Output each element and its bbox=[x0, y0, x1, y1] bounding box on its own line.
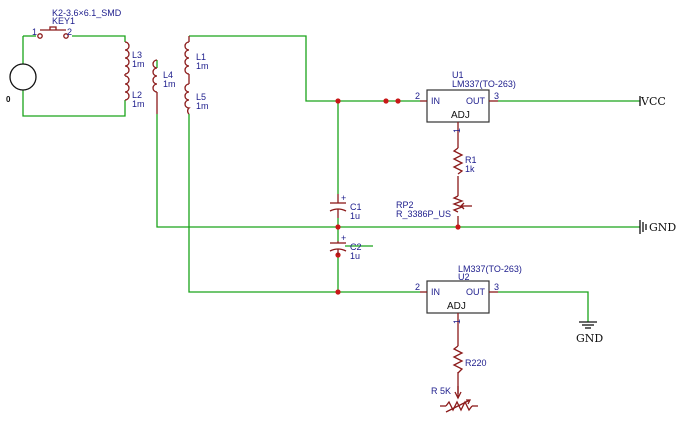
junction-dot bbox=[335, 224, 341, 230]
inductor-l4: L4 1m bbox=[152, 59, 176, 114]
gnd-bottom-symbol: GND bbox=[576, 321, 603, 345]
u2-pin-out: 3 bbox=[494, 282, 499, 292]
c1-plus-label: + bbox=[341, 193, 346, 203]
regulator-u2: LM337(TO-263) U2 IN OUT ADJ 2 3 1 bbox=[415, 264, 522, 324]
u2-pin-adj: 1 bbox=[452, 319, 462, 324]
c2-ref-label: C2 bbox=[350, 242, 362, 252]
gnd-bottom-label: GND bbox=[576, 332, 603, 345]
r1-ref-label: R1 bbox=[465, 155, 477, 165]
switch-pin2-label: 2 bbox=[67, 27, 72, 37]
switch-ref-label: KEY1 bbox=[52, 16, 75, 26]
u2-part-label: LM337(TO-263) bbox=[458, 264, 522, 274]
vcc-net: VCC bbox=[639, 95, 666, 108]
l4-ref-label: L4 bbox=[163, 70, 173, 80]
c1-value-label: 1u bbox=[350, 211, 360, 221]
rp2-value-label: R_3386P_US bbox=[396, 209, 451, 219]
u2-out-label: OUT bbox=[466, 287, 486, 297]
l2-value-label: 1m bbox=[132, 99, 145, 109]
inductor-l3-l2: L3 1m L2 1m bbox=[124, 41, 145, 109]
l2-ref-label: L2 bbox=[132, 90, 142, 100]
gnd-right-symbol: GND bbox=[639, 220, 676, 234]
switch-pin1-label: 1 bbox=[32, 27, 37, 37]
junction-dot bbox=[335, 98, 341, 104]
u1-in-label: IN bbox=[431, 96, 440, 106]
u1-pin-out: 3 bbox=[494, 91, 499, 101]
r1-value-label: 1k bbox=[465, 164, 475, 174]
r220-label: R220 bbox=[465, 358, 487, 368]
gnd-right-label: GND bbox=[649, 221, 676, 234]
l4-value-label: 1m bbox=[163, 79, 176, 89]
source-value-label: 0 bbox=[6, 95, 11, 104]
switch-key1: 1 2 K2-3.6×6.1_SMD KEY1 bbox=[32, 8, 122, 39]
junction-dot bbox=[455, 224, 461, 230]
switch-footprint-label: K2-3.6×6.1_SMD bbox=[52, 8, 122, 18]
vcc-net-label: VCC bbox=[640, 95, 666, 108]
c1-ref-label: C1 bbox=[350, 202, 362, 212]
rp2-ref-label: RP2 bbox=[396, 200, 414, 210]
u2-adj-label: ADJ bbox=[447, 301, 466, 312]
r5k-label: R 5K bbox=[431, 386, 451, 396]
wires bbox=[22, 35, 640, 394]
potentiometer-r5k: R 5K bbox=[431, 386, 478, 413]
potentiometer-rp2: RP2 R_3386P_US bbox=[396, 195, 472, 219]
l1-value-label: 1m bbox=[196, 61, 209, 71]
l5-value-label: 1m bbox=[196, 101, 209, 111]
l1-ref-label: L1 bbox=[196, 52, 206, 62]
l3-value-label: 1m bbox=[132, 59, 145, 69]
u2-in-label: IN bbox=[431, 287, 440, 297]
resistor-r220: R220 bbox=[452, 345, 487, 374]
junction-dot bbox=[383, 98, 389, 104]
l5-ref-label: L5 bbox=[196, 92, 206, 102]
junction-dot bbox=[395, 98, 401, 104]
resistor-r1: R1 1k bbox=[452, 147, 477, 175]
inductor-l1-l5: L1 1m L5 1m bbox=[184, 36, 209, 115]
capacitor-c1: + C1 1u bbox=[329, 193, 362, 221]
voltage-source: 0 bbox=[6, 63, 37, 104]
regulator-u1: U1 LM337(TO-263) IN OUT ADJ 2 3 1 bbox=[415, 70, 516, 133]
c2-plus-label: + bbox=[341, 233, 346, 243]
junctions bbox=[335, 98, 461, 295]
u2-pin-in: 2 bbox=[415, 282, 420, 292]
u1-out-label: OUT bbox=[466, 96, 486, 106]
u2-ref-label: U2 bbox=[458, 272, 470, 282]
u1-pin-in: 2 bbox=[415, 91, 420, 101]
u1-ref-label: U1 bbox=[452, 70, 464, 80]
l3-ref-label: L3 bbox=[132, 50, 142, 60]
u1-pin-adj: 1 bbox=[452, 128, 462, 133]
u1-adj-label: ADJ bbox=[451, 110, 470, 121]
capacitor-c2: + C2 1u bbox=[329, 233, 362, 261]
c2-value-label: 1u bbox=[350, 251, 360, 261]
u1-part-label: LM337(TO-263) bbox=[452, 79, 516, 89]
junction-dot bbox=[335, 289, 341, 295]
